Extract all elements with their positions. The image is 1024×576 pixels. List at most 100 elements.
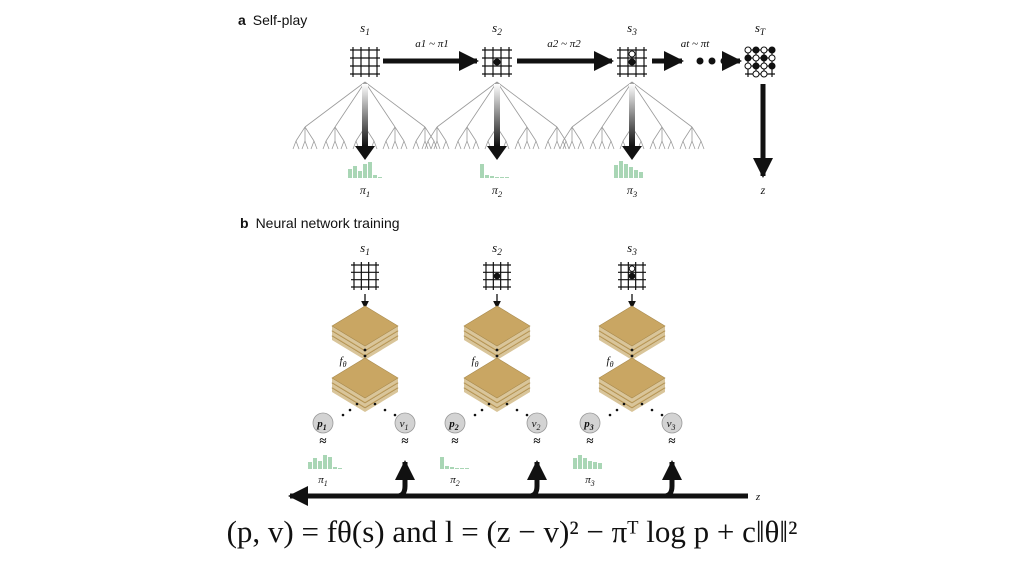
network-layers-bottom-3: [598, 357, 666, 412]
policy-bar: [573, 458, 577, 469]
training-board-1: [351, 262, 379, 290]
output-dot-left: [622, 402, 626, 406]
svg-text:π2: π2: [492, 183, 503, 199]
policy-bar: [490, 176, 494, 178]
policy-output-label-3: p3: [583, 418, 594, 432]
mcts-tree-2: [424, 81, 570, 150]
self-play-board-1: [350, 47, 380, 77]
black-stone: [744, 54, 752, 62]
white-stone: [628, 265, 636, 272]
policy-bar: [378, 177, 382, 178]
svg-text:v3: v3: [667, 418, 676, 432]
black-stone: [493, 58, 501, 66]
output-dot-left: [480, 408, 484, 412]
layer-ellipsis-dot: [495, 348, 499, 352]
policy-bar: [323, 455, 327, 469]
policy-bar: [619, 161, 623, 178]
outcome-label: z: [760, 183, 766, 197]
policy-histogram-2: [480, 164, 509, 178]
svg-text:sT: sT: [755, 20, 766, 38]
action-label-1: a1 ~ π1: [415, 38, 448, 50]
training-board-3: [618, 262, 646, 290]
network-layers-top-1: [331, 305, 399, 360]
layer-ellipsis-dot: [495, 354, 499, 358]
policy-bar: [348, 169, 352, 178]
output-dot-right: [373, 402, 377, 406]
black-stone: [752, 46, 760, 54]
search-arrow-head-3: [622, 146, 642, 160]
black-stone: [628, 58, 636, 66]
output-dot-right: [393, 413, 397, 417]
network-label-3: fθ: [607, 355, 614, 369]
policy-bar: [358, 171, 362, 178]
policy-bar: [353, 166, 357, 178]
training-histogram-2: [440, 457, 469, 469]
training-state-label-1: s1: [360, 240, 370, 258]
svg-text:π1: π1: [318, 474, 328, 488]
policy-target-label-1: π1: [360, 183, 370, 199]
white-stone: [744, 62, 752, 70]
svg-text:π3: π3: [585, 474, 595, 488]
network-layers-bottom-1: [331, 357, 399, 412]
training-histogram-3: [573, 455, 602, 469]
policy-bar: [318, 461, 322, 469]
svg-text:s2: s2: [492, 20, 502, 38]
layer-ellipsis-dot: [630, 354, 634, 358]
output-dot-right: [525, 413, 529, 417]
policy-histogram-1: [348, 162, 382, 178]
policy-bar: [455, 468, 459, 469]
policy-bar: [629, 167, 633, 178]
action-label-2: a2 ~ π2: [547, 38, 581, 50]
approx-symbol-value: ≈: [401, 433, 408, 448]
policy-bar: [333, 467, 337, 469]
policy-bar: [338, 468, 342, 469]
svg-text:v2: v2: [532, 418, 541, 432]
policy-bar: [598, 463, 602, 469]
output-dot-left: [487, 402, 491, 406]
self-play-board-2: [482, 47, 512, 77]
training-state-label-2: s2: [492, 240, 502, 258]
output-dot-left: [341, 413, 345, 417]
white-stone: [744, 46, 752, 54]
svg-text:p2: p2: [448, 418, 459, 432]
layer-ellipsis-dot: [630, 348, 634, 352]
svg-text:s1: s1: [360, 20, 370, 38]
mcts-tree-1: [292, 81, 438, 150]
svg-text:s1: s1: [360, 240, 370, 258]
output-dot-right: [505, 402, 509, 406]
policy-bar: [308, 462, 312, 469]
policy-output-label-2: p2: [448, 418, 459, 432]
policy-bar: [445, 466, 449, 469]
approx-symbol-policy: ≈: [319, 433, 326, 448]
output-dot-right: [515, 408, 519, 412]
self-play-state-label-1: s1: [360, 20, 370, 38]
search-arrow-shaft-1: [362, 84, 368, 146]
svg-text:s3: s3: [627, 20, 637, 38]
policy-target-label-3: π3: [627, 183, 638, 199]
section-b-title: Neural network training: [255, 215, 400, 231]
black-stone: [752, 62, 760, 70]
policy-bar: [373, 175, 377, 178]
policy-output-node-1: [312, 412, 334, 434]
action-label-3: at ~ πt: [681, 38, 711, 50]
approx-symbol-value: ≈: [533, 433, 540, 448]
outcome-feedback-arrow-2: [527, 460, 547, 499]
value-output-node-2: [526, 412, 548, 434]
output-dot-right: [660, 413, 664, 417]
svg-text:v1: v1: [400, 418, 409, 432]
training-histogram-1: [308, 455, 342, 469]
black-stone: [493, 272, 501, 280]
white-stone: [628, 50, 636, 58]
black-stone: [768, 62, 776, 70]
network-layers-bottom-2: [463, 357, 531, 412]
output-dot-left: [348, 408, 352, 412]
layer-ellipsis-dot: [363, 354, 367, 358]
loss-formula: (p, v) = fθ(s) and l = (z − v)² − πᵀ log…: [0, 514, 1024, 550]
policy-bar: [578, 455, 582, 469]
white-stone: [752, 54, 760, 62]
output-dot-right: [640, 402, 644, 406]
policy-bar: [614, 165, 618, 178]
self-play-state-label-2: s2: [492, 20, 502, 38]
white-stone: [760, 62, 768, 70]
